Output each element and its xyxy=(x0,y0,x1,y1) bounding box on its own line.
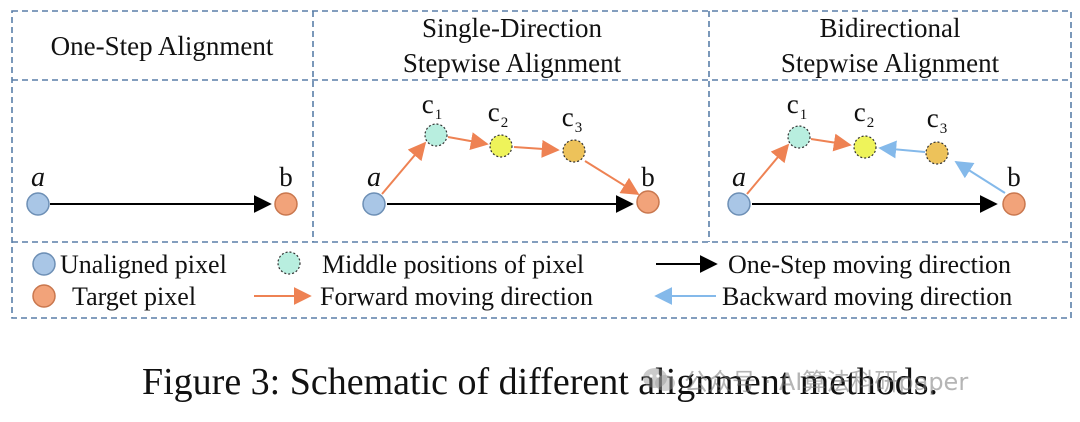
watermark: 公众号 · AI算法科研paper xyxy=(642,362,968,397)
node-label-b: b xyxy=(279,162,293,192)
forward-arrow-a-c1 xyxy=(746,143,790,195)
target-pixel-node xyxy=(274,192,298,216)
forward-arrow-c1-c2 xyxy=(447,132,489,150)
forward-arrow-c3-b xyxy=(584,160,640,195)
middle-pixel-node-c3 xyxy=(562,139,586,163)
legend-middle-label: Middle positions of pixel xyxy=(322,250,584,279)
panel-bidirectional: a b c1 c2 c3 xyxy=(727,89,1026,216)
middle-pixel-node-c2 xyxy=(853,135,877,159)
target-pixel-node xyxy=(636,190,660,214)
legend-target-label: Target pixel xyxy=(72,282,196,311)
middle-pixel-node-c2 xyxy=(489,134,513,158)
node-label-b: b xyxy=(1007,162,1021,192)
target-pixel-node xyxy=(1002,192,1026,216)
panel-title-single-direction: Single-Direction xyxy=(422,13,602,43)
node-label-a: a xyxy=(732,162,746,193)
node-label-c1: c1 xyxy=(422,89,442,123)
node-label-a: a xyxy=(31,162,45,193)
node-label-c2: c2 xyxy=(488,97,508,131)
unaligned-pixel-node xyxy=(362,192,386,216)
watermark-text: 公众号 · AI算法科研paper xyxy=(684,368,969,396)
unaligned-pixel-node xyxy=(727,192,751,216)
legend: Unaligned pixel Target pixel Middle posi… xyxy=(32,250,1012,311)
forward-arrow-c1-c2 xyxy=(810,133,852,152)
middle-pixel-node-c3 xyxy=(925,141,949,165)
legend-unaligned-label: Unaligned pixel xyxy=(60,250,227,279)
node-label-c3: c3 xyxy=(927,103,947,137)
middle-pixel-node-c1 xyxy=(424,123,448,147)
panel-title-bidirectional: Bidirectional xyxy=(820,13,961,43)
node-label-c2: c2 xyxy=(854,97,874,131)
alignment-schematic: One-Step Alignment Single-Direction Step… xyxy=(11,10,1072,319)
forward-arrow-a-c1 xyxy=(381,141,427,195)
panel-title-bidirectional-line2: Stepwise Alignment xyxy=(781,48,1000,78)
panel-one-step: a b xyxy=(26,162,298,216)
unaligned-pixel-node xyxy=(26,192,50,216)
wechat-icon xyxy=(643,367,675,391)
node-label-a: a xyxy=(367,162,381,193)
diagram-frame xyxy=(11,10,1072,319)
panel-single-direction: a b c1 c2 c3 xyxy=(362,89,660,216)
backward-arrow-b-c3 xyxy=(954,161,1006,194)
legend-target-swatch xyxy=(32,284,56,308)
panel-title-one-step: One-Step Alignment xyxy=(51,31,274,61)
panel-title-single-direction-line2: Stepwise Alignment xyxy=(403,48,622,78)
figure-caption: Figure 3: Schematic of different alignme… xyxy=(141,361,939,403)
legend-middle-swatch xyxy=(277,251,301,275)
outer-border xyxy=(11,10,1072,319)
node-label-c3: c3 xyxy=(562,102,582,136)
node-label-b: b xyxy=(641,162,655,192)
backward-arrow-c3-c2 xyxy=(878,140,926,159)
middle-pixel-node-c1 xyxy=(787,125,811,149)
legend-forward-label: Forward moving direction xyxy=(320,282,593,311)
node-label-c1: c1 xyxy=(787,89,807,123)
legend-one-step-label: One-Step moving direction xyxy=(728,250,1011,279)
legend-unaligned-swatch xyxy=(32,252,56,276)
forward-arrow-c2-c3 xyxy=(513,139,560,158)
legend-backward-label: Backward moving direction xyxy=(722,282,1012,311)
